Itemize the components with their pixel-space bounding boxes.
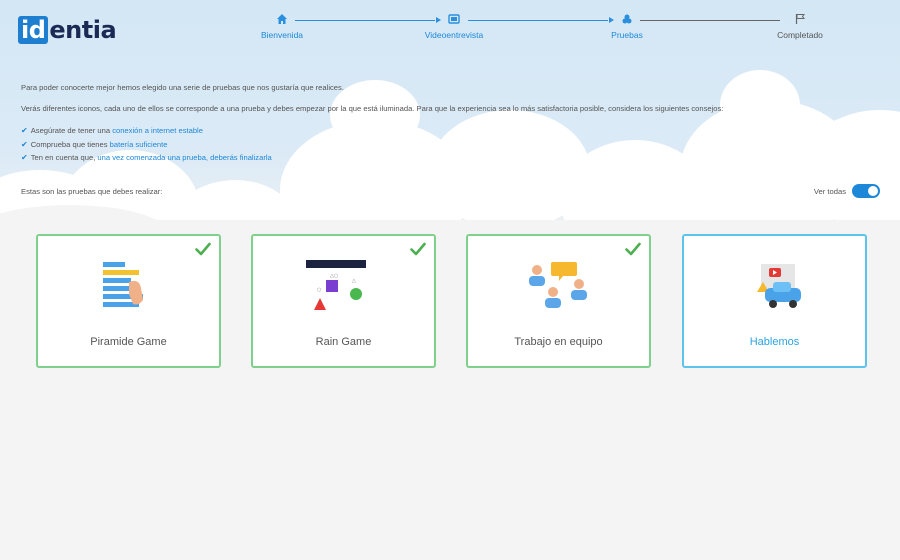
flag-icon — [795, 14, 805, 24]
rain-game-icon: △○ ○ △ — [305, 260, 366, 310]
svg-text:△○: △○ — [330, 273, 338, 279]
card-title: Hablemos — [749, 336, 800, 348]
tip-item: ✔Ten en cuenta que, una vez comenzada un… — [21, 153, 272, 162]
teamwork-icon — [528, 262, 587, 308]
check-icon — [195, 242, 211, 256]
step-connector — [640, 20, 780, 21]
pyramid-game-icon — [102, 262, 143, 307]
intro-line-1: Para poder conocerte mejor hemos elegido… — [21, 83, 344, 92]
show-all-toggle[interactable] — [852, 184, 880, 198]
talk-video-icon — [756, 264, 801, 308]
step-completado[interactable]: Completado — [755, 12, 845, 40]
test-card-piramide-game[interactable]: Piramide Game — [36, 234, 221, 368]
tests-heading: Estas son las pruebas que debes realizar… — [21, 187, 163, 196]
home-icon — [277, 14, 287, 24]
progress-stepper: Bienvenida Videoentrevista Pruebas Compl… — [255, 12, 835, 46]
intro-line-2: Verás diferentes iconos, cada uno de ell… — [21, 104, 724, 113]
card-title: Piramide Game — [90, 336, 167, 348]
step-label: Completado — [777, 30, 823, 40]
step-connector — [468, 20, 608, 21]
check-icon — [625, 242, 641, 256]
test-card-hablemos[interactable]: Hablemos — [682, 234, 867, 368]
toggle-label: Ver todas — [813, 186, 846, 196]
svg-text:○: ○ — [317, 287, 321, 293]
show-all-toggle-group: Ver todas — [814, 184, 880, 198]
step-label: Videoentrevista — [424, 30, 484, 40]
tip-item: ✔Comprueba que tienes batería suficiente — [21, 140, 168, 149]
step-label: Pruebas — [611, 30, 643, 40]
puzzle-icon — [622, 14, 632, 24]
test-card-trabajo-en-equipo[interactable]: Trabajo en equipo — [466, 234, 651, 368]
check-small-icon: ✔ — [21, 153, 28, 162]
step-bienvenida[interactable]: Bienvenida — [237, 12, 327, 40]
video-icon — [448, 14, 460, 24]
test-card-rain-game[interactable]: △○ ○ △ Rain Game — [251, 234, 436, 368]
step-connector — [295, 20, 435, 21]
tip-item: ✔Asegúrate de tener una conexión a inter… — [21, 126, 203, 135]
check-small-icon: ✔ — [21, 140, 28, 149]
card-title: Trabajo en equipo — [514, 336, 603, 348]
step-pruebas[interactable]: Pruebas — [582, 12, 672, 40]
check-icon — [410, 242, 426, 256]
step-label: Bienvenida — [260, 30, 304, 40]
step-videoentrevista[interactable]: Videoentrevista — [409, 12, 499, 40]
card-title: Rain Game — [315, 336, 372, 348]
check-small-icon: ✔ — [21, 126, 28, 135]
svg-text:△: △ — [352, 278, 356, 284]
